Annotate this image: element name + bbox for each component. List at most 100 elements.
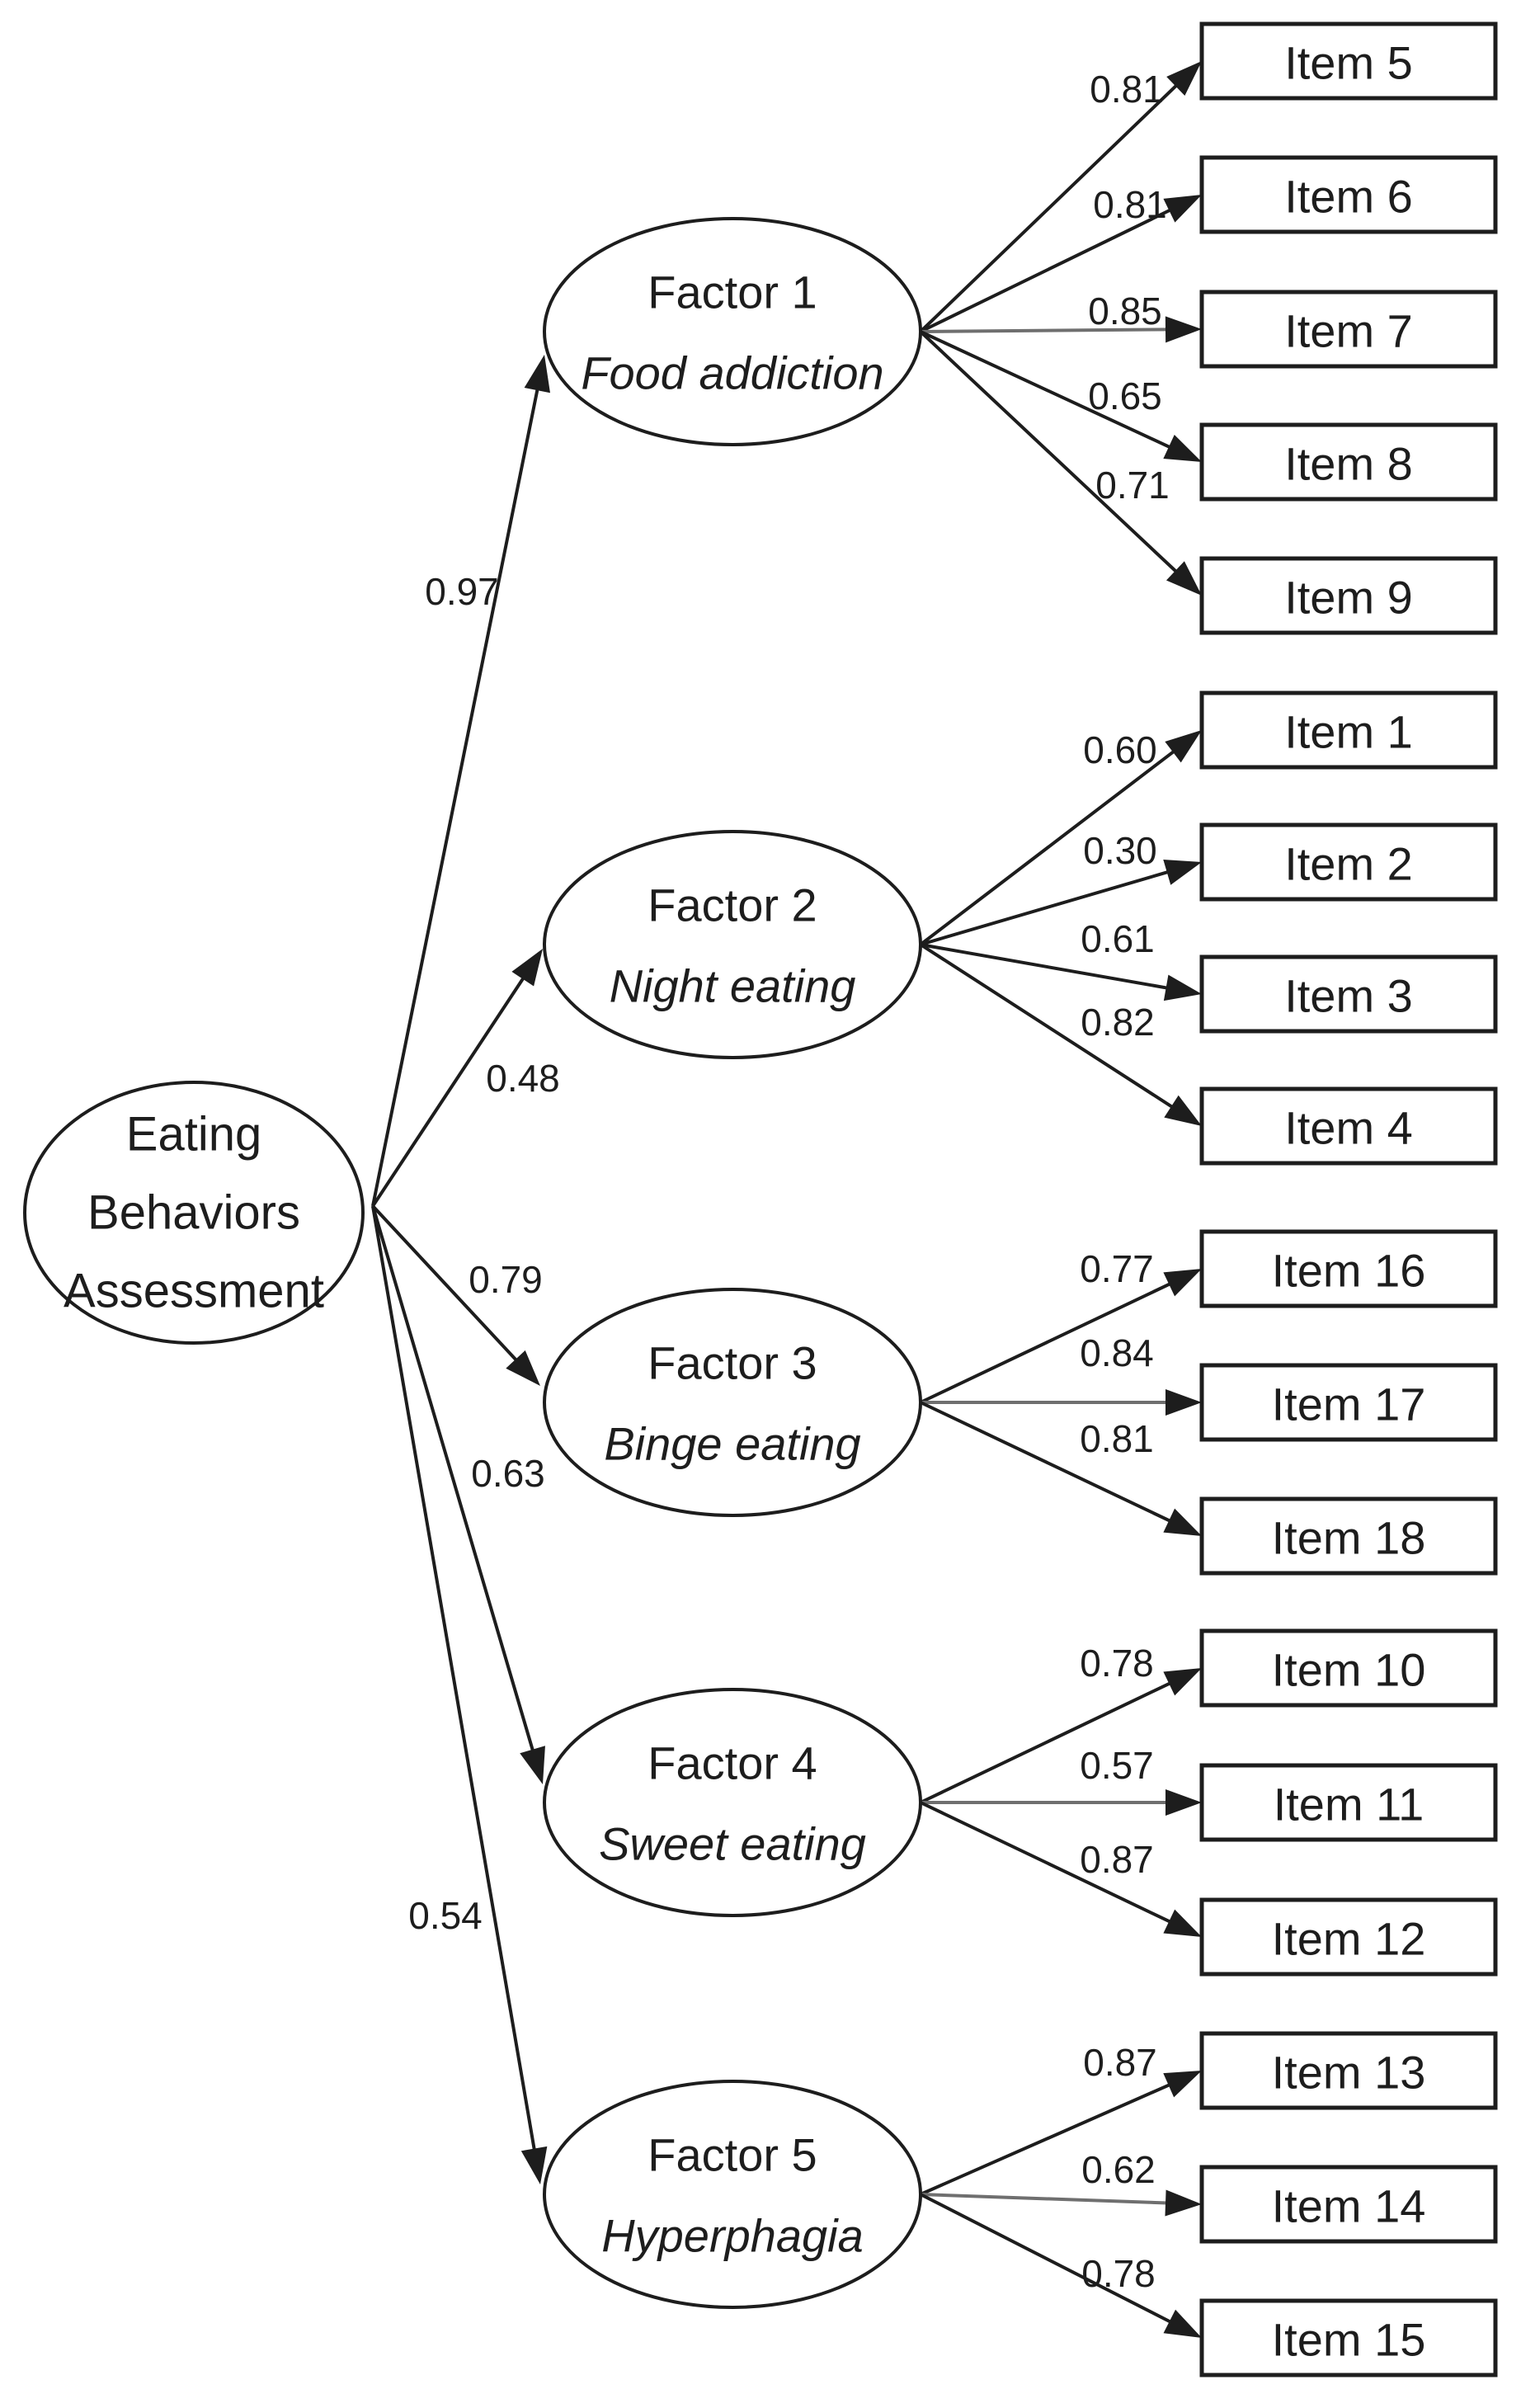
edge-factor-3-item-18 (920, 1401, 1175, 1524)
factor-3-subtitle: Binge eating (604, 1418, 860, 1470)
item-6-label: Item 6 (1284, 171, 1413, 223)
edge-factor-3-item-16 (920, 1280, 1175, 1404)
edge-central-factor-4-arrowhead (520, 1746, 545, 1784)
edge-central-factor-2 (371, 973, 527, 1208)
item-15-label: Item 15 (1272, 2314, 1426, 2366)
loading-label-item-18: 0.81 (1080, 1417, 1154, 1460)
item-1-box (1199, 690, 1498, 770)
item-7-label: Item 7 (1284, 305, 1413, 357)
edge-factor-2-item-2-arrowhead (1163, 860, 1202, 885)
item-13-label: Item 13 (1272, 2047, 1426, 2099)
edge-factor-5-item-14-arrowhead (1165, 2189, 1202, 2217)
loading-label-item-16: 0.77 (1080, 1247, 1154, 1290)
edge-factor-1-item-7-arrowhead (1165, 316, 1202, 343)
central-ellipse (23, 1081, 365, 1345)
factor-4-title: Factor 4 (647, 1737, 817, 1789)
item-7-box (1199, 290, 1498, 369)
item-8-box (1199, 422, 1498, 502)
loading-label-item-13: 0.87 (1083, 2041, 1157, 2084)
edge-central-factor-4 (371, 1205, 536, 1755)
edge-factor-2-item-4 (919, 943, 1177, 1111)
loading-label-item-3: 0.61 (1081, 917, 1155, 960)
item-6-box (1199, 155, 1498, 234)
loading-label-item-10: 0.78 (1080, 1642, 1154, 1685)
edge-factor-5-item-13 (920, 2081, 1175, 2196)
item-9-label: Item 9 (1284, 572, 1413, 624)
edge-central-factor-1-arrowhead (524, 355, 550, 393)
edge-factor-2-item-2 (920, 869, 1173, 946)
edge-factor-1-item-6-arrowhead (1163, 195, 1202, 223)
edges-layer (371, 81, 1180, 2326)
factor-2-title: Factor 2 (647, 879, 817, 931)
edge-factor-4-item-10 (920, 1680, 1175, 1804)
item-16-box (1199, 1229, 1498, 1308)
edge-factor-3-item-18-arrowhead (1163, 1508, 1202, 1536)
loading-label-item-5: 0.81 (1090, 68, 1164, 111)
path-coefficient-label-factor-2: 0.48 (486, 1057, 560, 1100)
item-12-box (1199, 1897, 1498, 1977)
item-16-label: Item 16 (1272, 1245, 1426, 1297)
item-4-box (1199, 1086, 1498, 1166)
loading-label-item-15: 0.78 (1081, 2252, 1156, 2295)
loading-label-item-11: 0.57 (1080, 1744, 1154, 1787)
factor-3-title: Factor 3 (647, 1337, 817, 1389)
item-13-box (1199, 2031, 1498, 2110)
path-coefficient-label-factor-5: 0.54 (408, 1894, 483, 1937)
item-11-label: Item 11 (1274, 1779, 1424, 1831)
edge-factor-3-item-16-arrowhead (1163, 1269, 1202, 1297)
edge-factor-5-item-14 (920, 2193, 1171, 2205)
path-coefficient-label-factor-1: 0.97 (425, 570, 499, 613)
edge-factor-2-item-3-arrowhead (1163, 974, 1202, 1001)
edge-factor-1-item-7 (920, 328, 1171, 333)
loading-label-item-1: 0.60 (1083, 728, 1157, 771)
item-10-label: Item 10 (1272, 1644, 1426, 1696)
edge-factor-2-item-1 (919, 747, 1178, 946)
factor-4-subtitle: Sweet eating (599, 1818, 866, 1870)
edge-central-factor-5 (371, 1205, 537, 2154)
edge-factor-4-item-10-arrowhead (1163, 1668, 1202, 1696)
edge-factor-2-item-1-arrowhead (1165, 730, 1202, 763)
edge-factor-1-item-5-arrowhead (1166, 61, 1202, 97)
edge-central-factor-5-arrowhead (520, 2146, 548, 2184)
edge-factor-5-item-15 (920, 2193, 1175, 2326)
item-5-box (1199, 21, 1498, 101)
item-3-label: Item 3 (1284, 970, 1413, 1022)
edge-factor-1-item-8-arrowhead (1163, 434, 1202, 462)
factor-2-ellipse (543, 830, 922, 1059)
factor-1-title: Factor 1 (647, 266, 817, 318)
arrowheads-layer (506, 61, 1202, 2338)
edge-factor-1-item-9-arrowhead (1165, 561, 1202, 596)
factor-5-subtitle: Hyperphagia (601, 2210, 864, 2262)
edge-factor-1-item-5 (919, 81, 1180, 333)
edge-central-factor-3-arrowhead (506, 1350, 540, 1386)
loading-label-item-6: 0.81 (1093, 183, 1167, 226)
item-2-label: Item 2 (1284, 838, 1413, 890)
central-label-line-1: Eating (126, 1108, 261, 1162)
item-15-box (1199, 2298, 1498, 2377)
factor-2-subtitle: Night eating (610, 960, 856, 1012)
item-12-label: Item 12 (1272, 1913, 1426, 1965)
edge-factor-5-item-15-arrowhead (1163, 2309, 1202, 2338)
edge-factor-2-item-4-arrowhead (1164, 1095, 1202, 1126)
loading-label-item-14: 0.62 (1081, 2148, 1156, 2191)
edge-factor-4-item-12-arrowhead (1163, 1909, 1202, 1937)
item-9-box (1199, 556, 1498, 635)
edge-factor-4-item-11-arrowhead (1165, 1789, 1202, 1816)
factor-4-ellipse (543, 1688, 922, 1917)
edge-factor-1-item-6 (920, 206, 1175, 333)
edge-factor-3-item-17-arrowhead (1165, 1389, 1202, 1416)
item-1-label: Item 1 (1284, 706, 1413, 758)
factor-1-subtitle: Food addiction (581, 347, 883, 399)
loading-label-item-2: 0.30 (1083, 829, 1157, 872)
edge-central-factor-1 (371, 384, 540, 1207)
edge-central-factor-2-arrowhead (511, 949, 543, 987)
path-coefficient-label-factor-3: 0.79 (469, 1258, 543, 1301)
edge-factor-1-item-9 (919, 330, 1180, 576)
item-4-label: Item 4 (1284, 1102, 1413, 1154)
item-8-label: Item 8 (1284, 438, 1413, 490)
factor-1-ellipse (543, 217, 922, 446)
path-coefficient-label-factor-4: 0.63 (471, 1452, 545, 1495)
factor-5-title: Factor 5 (647, 2129, 817, 2181)
